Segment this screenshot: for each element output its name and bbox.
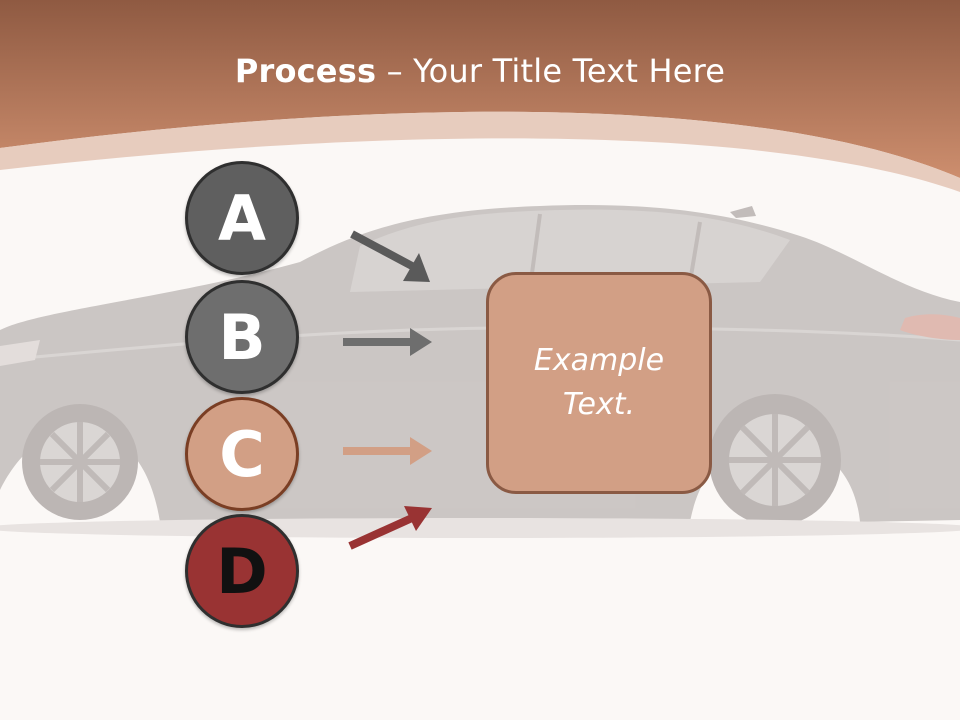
- header-band: [0, 0, 960, 178]
- step-c-letter: C: [219, 417, 265, 491]
- step-a-circle: A: [185, 161, 299, 275]
- step-c-circle: C: [185, 397, 299, 511]
- arrow-c: [343, 437, 432, 465]
- example-text-box: Example Text.: [486, 272, 712, 494]
- step-a-letter: A: [218, 181, 266, 255]
- step-b-circle: B: [185, 280, 299, 394]
- slide-title: Process – Your Title Text Here: [0, 52, 960, 90]
- arrow-a: [350, 230, 430, 282]
- header-swoosh: [0, 111, 960, 192]
- arrow-b: [343, 328, 432, 356]
- title-bold: Process: [234, 52, 377, 90]
- step-d-letter: D: [216, 534, 268, 608]
- title-rest: – Your Title Text Here: [376, 52, 726, 90]
- step-d-circle: D: [185, 514, 299, 628]
- arrow-d: [348, 506, 432, 550]
- example-text: Example Text.: [533, 343, 665, 422]
- step-b-letter: B: [218, 300, 266, 374]
